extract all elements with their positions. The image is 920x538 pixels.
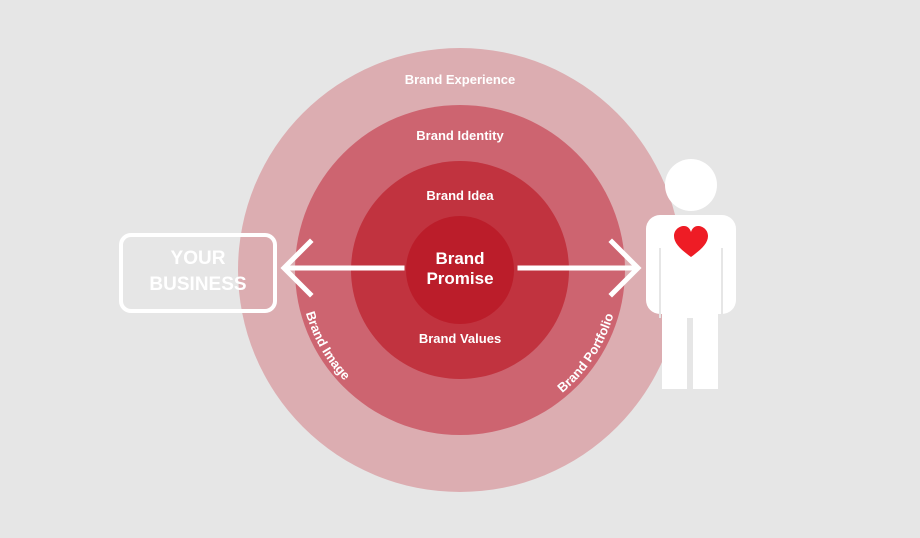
- label-brand-identity: Brand Identity: [416, 128, 504, 143]
- business-label-line1: YOUR: [171, 248, 226, 269]
- label-brand-experience: Brand Experience: [405, 72, 516, 87]
- label-brand-values: Brand Values: [419, 331, 501, 346]
- business-box-outline: [119, 233, 277, 313]
- arrow-to-customer: [517, 238, 642, 298]
- person-icon: [646, 159, 736, 389]
- person-left-leg: [662, 308, 687, 389]
- person-torso: [646, 215, 736, 314]
- arrow-to-business: [280, 238, 405, 298]
- core-brand-promise: [406, 216, 514, 324]
- person-right-leg: [693, 308, 718, 389]
- person-head: [665, 159, 717, 211]
- core-label-line2: Promise: [426, 269, 493, 288]
- arrow-left-head: [280, 238, 314, 298]
- business-box: YOUR BUSINESS: [119, 233, 277, 313]
- business-label-line2: BUSINESS: [149, 274, 246, 295]
- arrow-right-head: [608, 238, 642, 298]
- label-brand-idea: Brand Idea: [426, 188, 494, 203]
- heart-icon: [674, 226, 708, 257]
- core-label-line1: Brand: [435, 249, 484, 268]
